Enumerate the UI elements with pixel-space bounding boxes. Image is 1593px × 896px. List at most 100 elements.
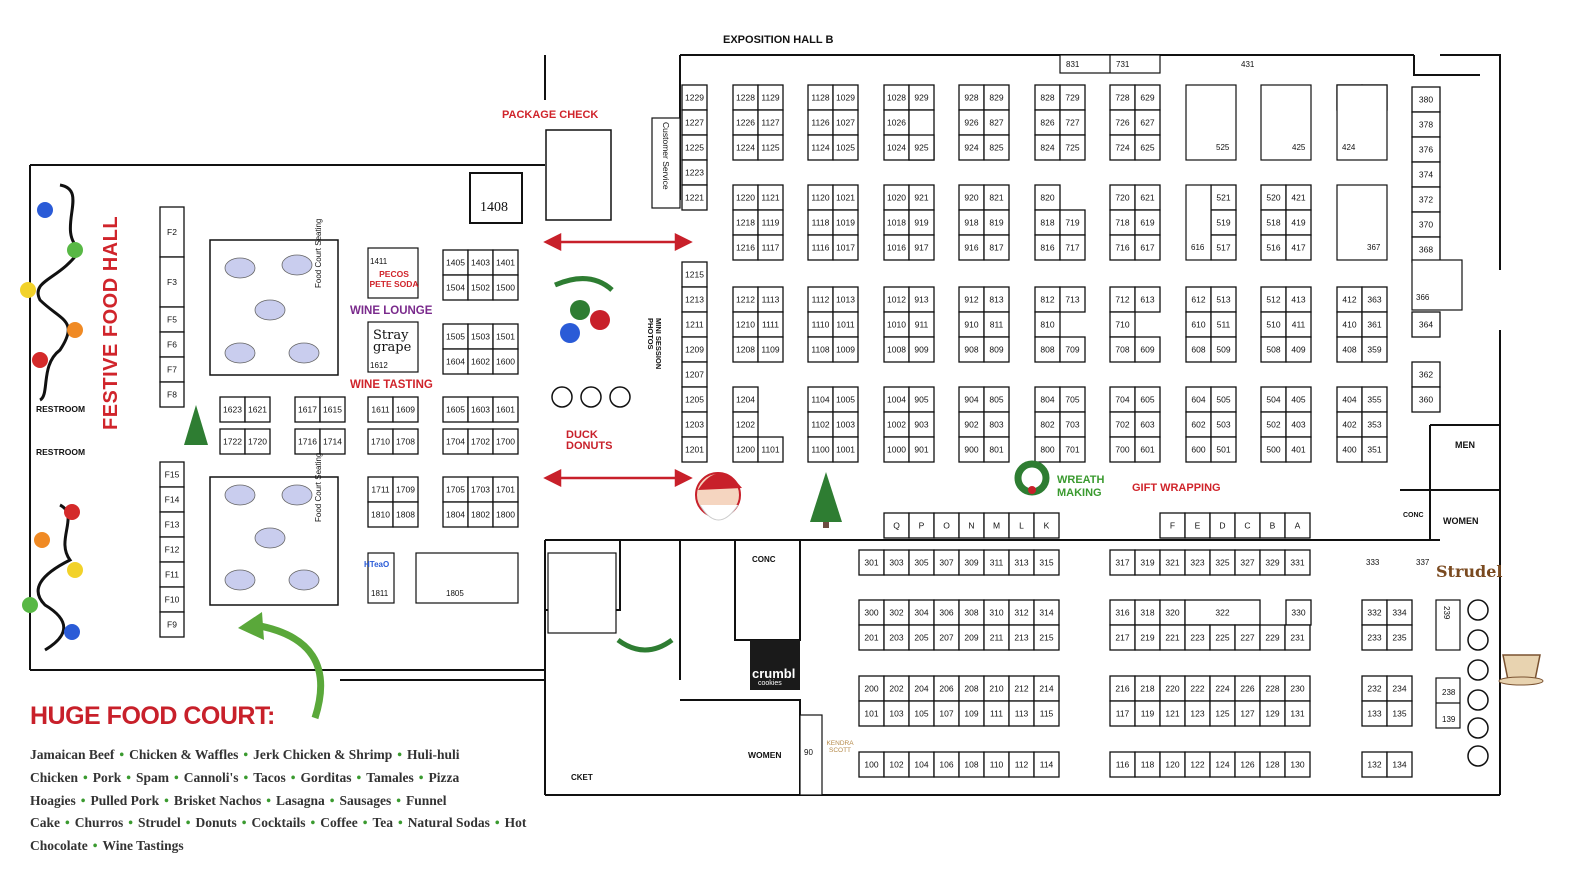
booth-431[interactable]: 431 (1241, 60, 1255, 69)
booth-719[interactable]: 719 (1059, 209, 1086, 236)
booth-203[interactable]: 203 (883, 624, 910, 651)
booth-1201[interactable]: 1201 (681, 436, 708, 463)
booth-239[interactable]: 239 (1442, 606, 1451, 620)
booth-308[interactable]: 308 (958, 599, 985, 626)
booth-231[interactable]: 231 (1284, 624, 1311, 651)
booth-609[interactable]: 609 (1134, 336, 1161, 363)
booth-217[interactable]: 217 (1109, 624, 1136, 651)
booth-1112[interactable]: 1112 (807, 286, 834, 313)
booth-301[interactable]: 301 (858, 549, 885, 576)
booth-1701[interactable]: 1701 (492, 476, 519, 503)
booth-F13[interactable]: F13 (159, 511, 185, 538)
booth-425[interactable]: 425 (1292, 143, 1306, 152)
booth-621[interactable]: 621 (1134, 184, 1161, 211)
booth-1609[interactable]: 1609 (392, 396, 419, 423)
booth-608[interactable]: 608 (1185, 336, 1212, 363)
booth-1111[interactable]: 1111 (757, 311, 784, 338)
booth-413[interactable]: 413 (1285, 286, 1312, 313)
booth-1502[interactable]: 1502 (467, 274, 494, 301)
booth-110[interactable]: 110 (983, 751, 1010, 778)
booth-323[interactable]: 323 (1184, 549, 1211, 576)
booth-359[interactable]: 359 (1361, 336, 1388, 363)
booth-717[interactable]: 717 (1059, 234, 1086, 261)
booth-225[interactable]: 225 (1209, 624, 1236, 651)
booth-376[interactable]: 376 (1411, 136, 1441, 163)
booth-520[interactable]: 520 (1260, 184, 1287, 211)
booth-419[interactable]: 419 (1285, 209, 1312, 236)
booth-421[interactable]: 421 (1285, 184, 1312, 211)
booth-1202[interactable]: 1202 (732, 411, 759, 438)
booth-826[interactable]: 826 (1034, 109, 1061, 136)
booth-1227[interactable]: 1227 (681, 109, 708, 136)
booth-1205[interactable]: 1205 (681, 386, 708, 413)
booth-205[interactable]: 205 (908, 624, 935, 651)
booth-1001[interactable]: 1001 (832, 436, 859, 463)
booth-118[interactable]: 118 (1134, 751, 1161, 778)
booth-910[interactable]: 910 (958, 311, 985, 338)
booth-412[interactable]: 412 (1336, 286, 1363, 313)
booth-903[interactable]: 903 (908, 411, 935, 438)
booth-230[interactable]: 230 (1284, 675, 1311, 702)
booth-731[interactable]: 731 (1116, 60, 1130, 69)
booth-505[interactable]: 505 (1210, 386, 1237, 413)
booth-926[interactable]: 926 (958, 109, 985, 136)
booth-332[interactable]: 332 (1361, 599, 1388, 626)
booth-1102[interactable]: 1102 (807, 411, 834, 438)
booth-508[interactable]: 508 (1260, 336, 1287, 363)
booth-616[interactable]: 616 (1191, 243, 1205, 252)
booth-1008[interactable]: 1008 (883, 336, 910, 363)
booth-808[interactable]: 808 (1034, 336, 1061, 363)
booth-F8[interactable]: F8 (159, 381, 185, 408)
booth-216[interactable]: 216 (1109, 675, 1136, 702)
booth-503[interactable]: 503 (1210, 411, 1237, 438)
booth-1218[interactable]: 1218 (732, 209, 759, 236)
booth-125[interactable]: 125 (1209, 700, 1236, 727)
booth-1101[interactable]: 1101 (757, 436, 784, 463)
booth-810[interactable]: 810 (1034, 311, 1061, 338)
booth-367[interactable]: 367 (1367, 243, 1381, 252)
booth-106[interactable]: 106 (933, 751, 960, 778)
booth-1116[interactable]: 1116 (807, 234, 834, 261)
booth-929[interactable]: 929 (908, 84, 935, 111)
booth-713[interactable]: 713 (1059, 286, 1086, 313)
booth-821[interactable]: 821 (983, 184, 1010, 211)
booth-229[interactable]: 229 (1259, 624, 1286, 651)
booth-1017[interactable]: 1017 (832, 234, 859, 261)
booth-702[interactable]: 702 (1109, 411, 1136, 438)
booth-B[interactable]: B (1259, 512, 1286, 539)
booth-709[interactable]: 709 (1059, 336, 1086, 363)
booth-F7[interactable]: F7 (159, 356, 185, 383)
booth-411[interactable]: 411 (1285, 311, 1312, 338)
booth-500[interactable]: 500 (1260, 436, 1287, 463)
booth-600[interactable]: 600 (1185, 436, 1212, 463)
booth-1705[interactable]: 1705 (442, 476, 469, 503)
booth-612[interactable]: 612 (1185, 286, 1212, 313)
booth-712[interactable]: 712 (1109, 286, 1136, 313)
booth-805[interactable]: 805 (983, 386, 1010, 413)
booth-727[interactable]: 727 (1059, 109, 1086, 136)
booth-108[interactable]: 108 (958, 751, 985, 778)
booth-701[interactable]: 701 (1059, 436, 1086, 463)
booth-327[interactable]: 327 (1234, 549, 1261, 576)
booth-201[interactable]: 201 (858, 624, 885, 651)
booth-235[interactable]: 235 (1386, 624, 1413, 651)
booth-916[interactable]: 916 (958, 234, 985, 261)
booth-627[interactable]: 627 (1134, 109, 1161, 136)
booth-1804[interactable]: 1804 (442, 501, 469, 528)
booth-378[interactable]: 378 (1411, 111, 1441, 138)
booth-1800[interactable]: 1800 (492, 501, 519, 528)
booth-716[interactable]: 716 (1109, 234, 1136, 261)
booth-1405[interactable]: 1405 (442, 249, 469, 276)
booth-726[interactable]: 726 (1109, 109, 1136, 136)
booth-913[interactable]: 913 (908, 286, 935, 313)
booth-1722[interactable]: 1722 (219, 428, 246, 455)
booth-103[interactable]: 103 (883, 700, 910, 727)
booth-613[interactable]: 613 (1134, 286, 1161, 313)
booth-605[interactable]: 605 (1134, 386, 1161, 413)
booth-1708[interactable]: 1708 (392, 428, 419, 455)
booth-629[interactable]: 629 (1134, 84, 1161, 111)
booth-228[interactable]: 228 (1259, 675, 1286, 702)
booth-1000[interactable]: 1000 (883, 436, 910, 463)
booth-1020[interactable]: 1020 (883, 184, 910, 211)
booth-1605[interactable]: 1605 (442, 396, 469, 423)
